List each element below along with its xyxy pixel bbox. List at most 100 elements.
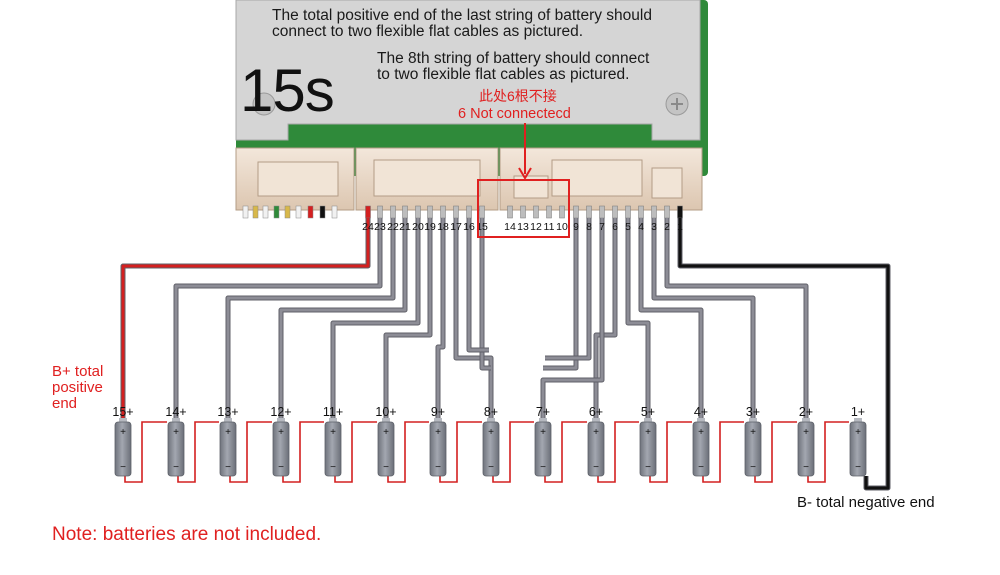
wire-pin-5 — [626, 218, 650, 418]
connector-pin — [638, 205, 644, 219]
battery-body — [849, 421, 867, 477]
connector-pin — [651, 205, 657, 219]
wire-pin-6-outline — [593, 218, 618, 418]
wire-pin-2-outline — [664, 218, 809, 418]
series-link — [387, 421, 429, 483]
board-face-plate — [235, 0, 701, 141]
connector-pin — [284, 205, 291, 219]
battery-cap — [277, 418, 285, 424]
battery-body — [534, 421, 552, 477]
battery-plus-mark: + — [750, 427, 756, 438]
connector-pin — [479, 205, 485, 219]
battery-body — [482, 421, 500, 477]
wire-pin-8-outline — [545, 218, 592, 361]
battery-minus-mark: − — [435, 462, 441, 473]
battery-body — [692, 421, 710, 477]
battery-cap — [539, 418, 547, 424]
connector-pin — [365, 205, 371, 219]
battery-plus-mark: + — [488, 427, 494, 438]
battery-plus-mark: + — [330, 427, 336, 438]
battery-cap — [644, 418, 652, 424]
series-link — [439, 421, 482, 483]
battery-label-6-plus: 6+ — [589, 405, 603, 419]
pin-label-7: 7 — [599, 221, 605, 233]
pin-label-8: 8 — [586, 221, 592, 233]
battery-body — [377, 421, 395, 477]
connector-pin — [252, 205, 259, 219]
battery-minus-mark: − — [540, 462, 546, 473]
connector-pin — [586, 205, 592, 219]
connector-pin — [415, 205, 421, 219]
battery-minus-mark: − — [750, 462, 756, 473]
battery-plus-mark: + — [120, 427, 126, 438]
wire-pin-17 — [454, 218, 493, 418]
battery-cell-5: +−5+ — [639, 405, 657, 477]
connector-pin — [295, 205, 302, 219]
connector-pin — [507, 205, 513, 219]
wire-pin-9-outline — [543, 218, 579, 371]
battery-minus-mark: − — [855, 462, 861, 473]
series-link — [177, 421, 219, 483]
pin-label-24: 24 — [362, 221, 374, 233]
connector-pin — [307, 205, 314, 219]
battery-plus-mark: + — [173, 427, 179, 438]
pin-label-10: 10 — [556, 221, 568, 233]
b-plus-line-3: end — [52, 395, 78, 412]
pin-label-17: 17 — [450, 221, 462, 233]
series-link — [754, 421, 797, 483]
pin-label-2: 2 — [664, 221, 670, 233]
battery-cell-9: + − 9+ — [429, 405, 447, 477]
battery-minus-mark: − — [488, 462, 494, 473]
battery-plus-mark: + — [803, 427, 809, 438]
pin-label-9: 9 — [573, 221, 579, 233]
battery-cell-8: + − 8+ — [482, 405, 500, 477]
note-last-string-line-1: The total positive end of the last strin… — [272, 7, 652, 24]
series-link — [597, 421, 639, 483]
battery-plus-mark: + — [593, 427, 599, 438]
mounting-screw-left — [252, 92, 276, 116]
pin-label-20: 20 — [412, 221, 424, 233]
connector-pin — [262, 205, 269, 219]
wire-pin-21 — [279, 218, 407, 418]
connector-pin — [440, 205, 446, 219]
pin-label-5: 5 — [625, 221, 631, 233]
battery-label-9-plus: 9+ — [431, 405, 445, 419]
pin-label-4: 4 — [638, 221, 644, 233]
pin-label-18: 18 — [437, 221, 449, 233]
battery-label-15-plus: 15+ — [112, 405, 133, 419]
battery-minus-mark: − — [645, 462, 651, 473]
note-8th-string-line-2: to two flexible flat cables as pictured. — [377, 66, 630, 83]
series-link — [334, 421, 377, 483]
battery-plus-mark: + — [383, 427, 389, 438]
battery-label-5-plus: 5+ — [641, 405, 655, 419]
wire-pin-15 — [480, 218, 491, 370]
pin-label-6: 6 — [612, 221, 618, 233]
battery-cap — [382, 418, 390, 424]
series-link — [702, 421, 744, 483]
bms-board — [235, 0, 708, 176]
wire-pin-16 — [467, 218, 489, 352]
battery-minus-mark: − — [383, 462, 389, 473]
wire-pin-24 — [121, 218, 370, 418]
note-last-string-line-2: connect to two flexible flat cables as p… — [272, 23, 584, 40]
connector-pin — [559, 205, 565, 219]
series-link — [649, 421, 692, 483]
battery-body — [639, 421, 657, 477]
battery-label-8-plus: 8+ — [484, 405, 498, 419]
note-8th-string-line-1: The 8th string of battery should connect — [377, 50, 650, 67]
battery-plus-mark: + — [435, 427, 441, 438]
battery-label-13-plus: 13+ — [217, 405, 238, 419]
battery-label-3-plus: 3+ — [746, 405, 760, 419]
pin-label-19: 19 — [424, 221, 436, 233]
note-last-string: The total positive end of the last strin… — [272, 8, 652, 40]
battery-label-14-plus: 14+ — [165, 405, 186, 419]
battery-cell-13: +−13+ — [217, 405, 239, 477]
connector-pin — [390, 205, 396, 219]
connector-pin — [466, 205, 472, 219]
wire-pin-22 — [226, 218, 395, 418]
battery-label-12-plus: 12+ — [270, 405, 291, 419]
pin-label-3: 3 — [651, 221, 657, 233]
pin-label-23: 23 — [374, 221, 386, 233]
wire-pin-7-outline — [540, 218, 605, 418]
